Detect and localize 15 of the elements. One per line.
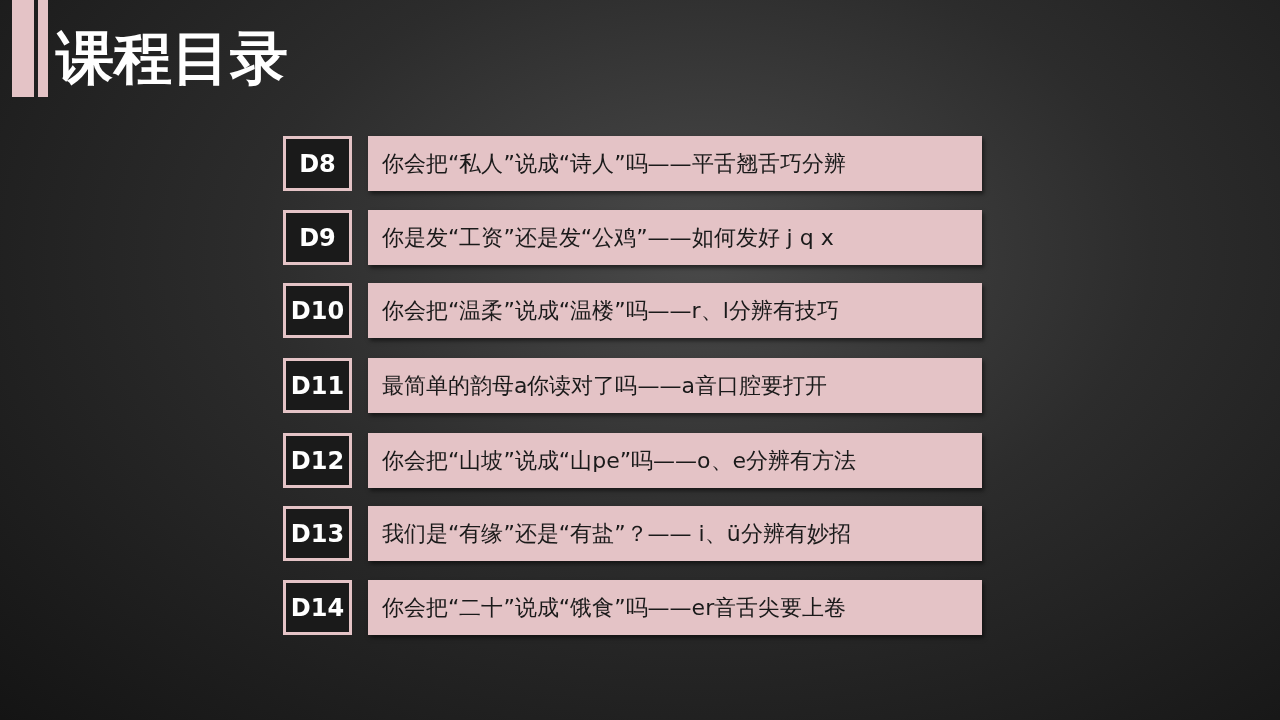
slide-title: 课程目录 <box>56 24 288 94</box>
lesson-title: 你会把“山坡”说成“山pe”吗——o、e分辨有方法 <box>368 433 982 488</box>
day-label: D12 <box>283 433 352 488</box>
day-label: D9 <box>283 210 352 265</box>
day-label: D10 <box>283 283 352 338</box>
lesson-title: 你是发“工资”还是发“公鸡”——如何发好 j q x <box>368 210 982 265</box>
day-label: D11 <box>283 358 352 413</box>
day-label: D8 <box>283 136 352 191</box>
day-label: D13 <box>283 506 352 561</box>
lesson-title: 你会把“二十”说成“饿食”吗——er音舌尖要上卷 <box>368 580 982 635</box>
lesson-title: 我们是“有缘”还是“有盐”？—— i、ü分辨有妙招 <box>368 506 982 561</box>
day-label: D14 <box>283 580 352 635</box>
lesson-title: 你会把“温柔”说成“温楼”吗——r、l分辨有技巧 <box>368 283 982 338</box>
lesson-title: 你会把“私人”说成“诗人”吗——平舌翘舌巧分辨 <box>368 136 982 191</box>
lesson-title: 最简单的韵母a你读对了吗——a音口腔要打开 <box>368 358 982 413</box>
